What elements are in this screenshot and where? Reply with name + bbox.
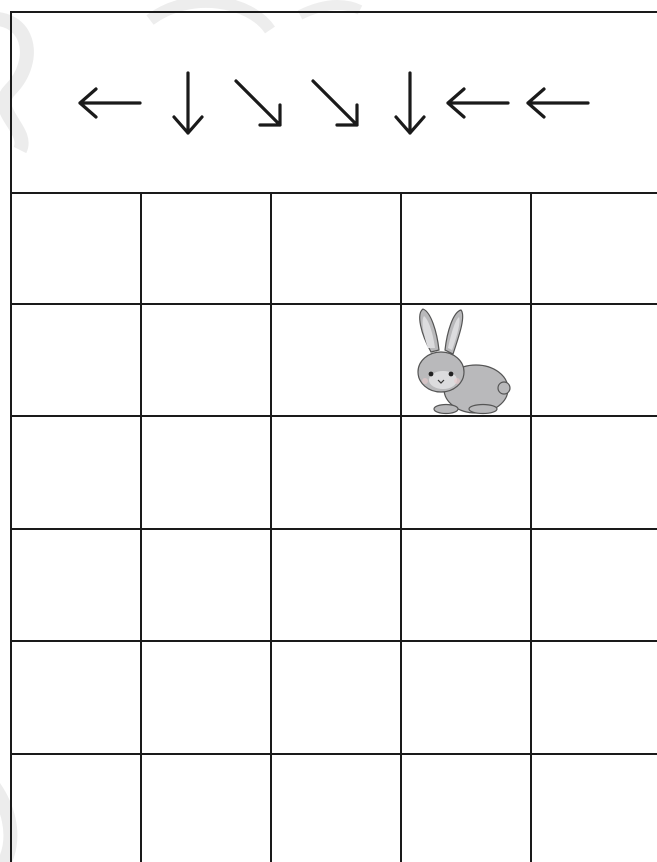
grid-cell (142, 305, 270, 415)
arrow-down-right-icon (236, 81, 280, 125)
grid-cell (142, 642, 270, 753)
grid-cell (402, 417, 530, 528)
arrow-left-icon (448, 89, 508, 117)
arrow-left-icon (80, 89, 140, 117)
grid-cell (532, 194, 656, 303)
arrow-sequence (80, 73, 588, 133)
grid-cell (142, 417, 270, 528)
grid-cell (272, 305, 400, 415)
grid-cell (532, 642, 656, 753)
grid-cell (272, 417, 400, 528)
grid-cell (532, 755, 656, 861)
grid-cell (402, 530, 530, 640)
arrow-down-icon (174, 73, 202, 133)
grid-cell (12, 530, 140, 640)
grid-cell (12, 755, 140, 861)
grid-cell (532, 530, 656, 640)
grid-cell (272, 530, 400, 640)
grid-cell (402, 642, 530, 753)
grid-cell (12, 642, 140, 753)
grid-cell (532, 417, 656, 528)
grid-cell (272, 642, 400, 753)
grid-cell (272, 194, 400, 303)
grid-cell (12, 305, 140, 415)
grid-cell (272, 755, 400, 861)
grid-cell (12, 194, 140, 303)
arrow-down-right-icon (313, 81, 357, 125)
grid-cell (142, 755, 270, 861)
grid-cell (12, 417, 140, 528)
grid-cell (402, 194, 530, 303)
movement-grid (10, 193, 657, 862)
grid-cell (142, 530, 270, 640)
arrow-down-icon (396, 73, 424, 133)
grid-cell (532, 305, 656, 415)
grid-cell (402, 755, 530, 861)
grid-cell (142, 194, 270, 303)
arrow-left-icon (528, 89, 588, 117)
